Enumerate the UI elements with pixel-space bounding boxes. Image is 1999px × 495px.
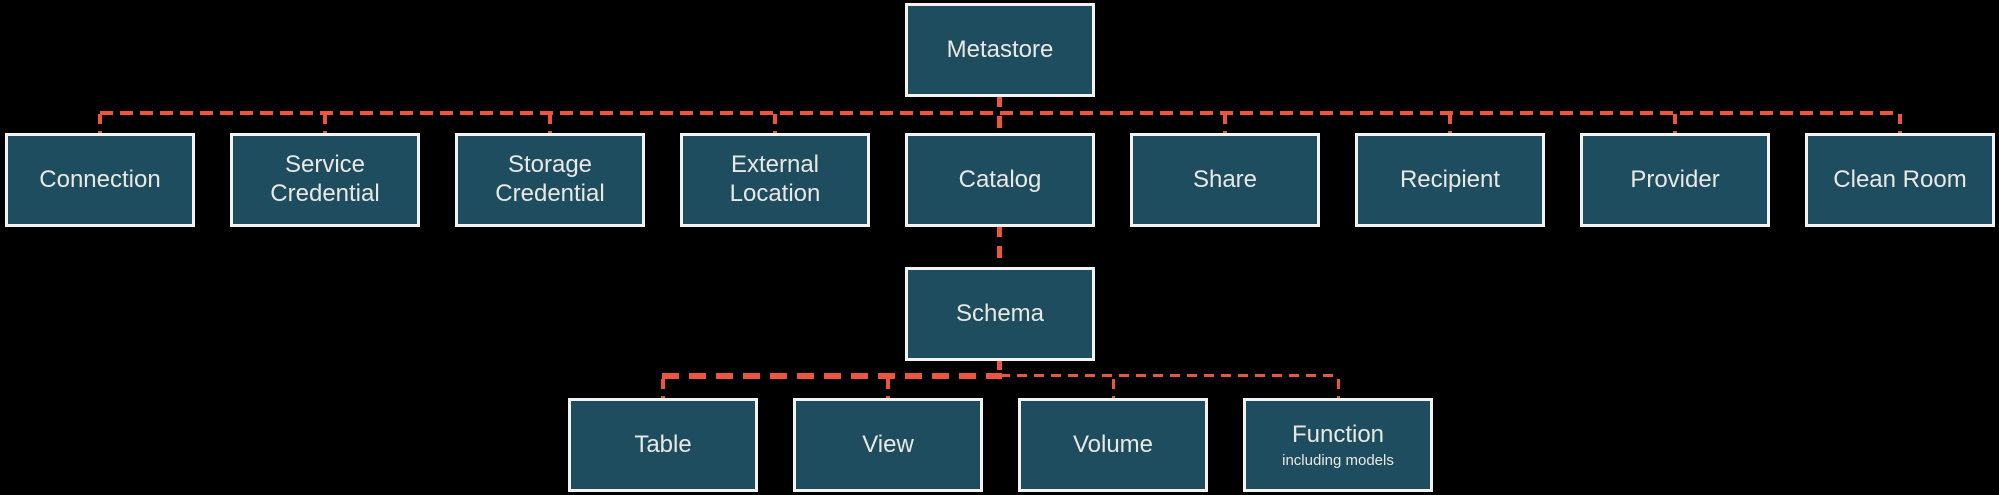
connector-stub-external-location (773, 114, 777, 135)
connector-level2-horizontal (100, 111, 1900, 115)
node-connection: Connection (5, 133, 195, 227)
node-catalog: Catalog (905, 133, 1095, 227)
connector-stub-volume (1112, 379, 1115, 398)
node-recipient-label: Recipient (1399, 165, 1501, 193)
node-share: Share (1130, 133, 1320, 227)
node-function-sublabel: including models (1282, 451, 1394, 469)
node-recipient: Recipient (1355, 133, 1545, 227)
node-share-label: Share (1192, 165, 1258, 193)
connector-stub-function (1337, 379, 1340, 398)
node-volume: Volume (1018, 398, 1208, 492)
node-function: Function including models (1243, 398, 1433, 492)
node-metastore-label: Metastore (946, 35, 1054, 63)
connector-schema-drop (997, 358, 1002, 376)
connector-level4-horizontal-left (662, 373, 1002, 379)
node-external-location: External Location (680, 133, 870, 227)
node-external-location-label: External Location (729, 151, 821, 207)
node-schema-label: Schema (955, 299, 1045, 327)
node-catalog-label: Catalog (958, 165, 1042, 193)
node-service-credential: Service Credential (230, 133, 420, 227)
node-volume-label: Volume (1072, 430, 1154, 458)
node-storage-credential: Storage Credential (455, 133, 645, 227)
node-clean-room-label: Clean Room (1833, 165, 1967, 193)
node-provider: Provider (1580, 133, 1770, 227)
connector-stub-provider (1673, 114, 1677, 135)
node-storage-credential-label: Storage Credential (495, 151, 605, 207)
connector-metastore-drop (997, 95, 1002, 135)
connector-stub-service-credential (323, 114, 327, 135)
connector-stub-storage-credential (548, 114, 552, 135)
node-connection-label: Connection (39, 165, 161, 193)
connector-stub-connection (98, 114, 102, 135)
connector-stub-view (886, 379, 890, 398)
node-service-credential-label: Service Credential (270, 151, 380, 207)
connector-catalog-schema (997, 225, 1002, 267)
node-metastore: Metastore (905, 3, 1095, 97)
connector-stub-table (661, 379, 665, 398)
connector-level4-horizontal-right (1000, 374, 1339, 377)
node-clean-room: Clean Room (1805, 133, 1995, 227)
node-view: View (793, 398, 983, 492)
node-table-label: Table (634, 430, 692, 458)
node-schema: Schema (905, 267, 1095, 361)
node-view-label: View (862, 430, 914, 458)
connector-stub-share (1223, 114, 1227, 135)
node-table: Table (568, 398, 758, 492)
node-provider-label: Provider (1630, 165, 1720, 193)
node-function-label: Function (1291, 420, 1385, 448)
connector-stub-recipient (1448, 114, 1452, 135)
connector-stub-clean-room (1898, 114, 1902, 135)
